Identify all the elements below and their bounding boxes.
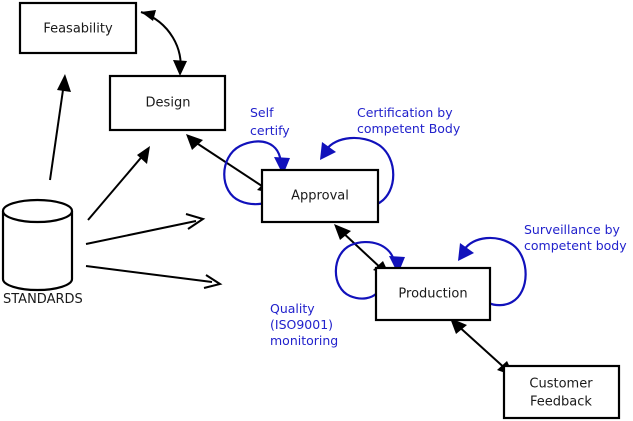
node-production-label: Production — [398, 287, 467, 302]
arrowhead-certification — [320, 142, 336, 160]
annotation-quality-monitoring: Quality (ISO9001) monitoring — [270, 301, 338, 348]
flow-line-standards-feasability — [49, 82, 65, 181]
annotation-quality-line1: Quality — [270, 301, 315, 316]
node-customer-feedback-box[interactable] — [502, 364, 621, 420]
arrowhead-approval-to-design — [186, 134, 203, 150]
arrowhead-quality — [389, 256, 405, 274]
flow-standards-to-approval — [85, 213, 206, 245]
arrowhead-to-design — [173, 60, 187, 76]
annotation-certification-line2: competent Body — [357, 121, 461, 136]
arrowhead-standards-approval — [185, 213, 206, 230]
node-customer-feedback-label-line1: Customer — [529, 377, 593, 392]
annotation-self-certify-line1: Self — [250, 105, 274, 120]
annotation-self-certify-line2: certify — [250, 123, 290, 138]
annotation-certification: Certification by competent Body — [357, 105, 461, 136]
node-customer-feedback[interactable]: Customer Feedback — [502, 364, 621, 420]
node-design[interactable]: Design — [108, 74, 227, 132]
annotation-self-certify: Self certify — [250, 105, 290, 138]
flow-line-approval-production — [339, 229, 385, 272]
cylinder-body — [1, 211, 74, 292]
arrowhead-self-certify — [274, 157, 290, 175]
flow-design-approval — [186, 134, 274, 194]
annotation-surveillance: Surveillance by competent body — [524, 222, 627, 253]
flow-line-standards-approval — [85, 220, 197, 245]
node-feasability-label: Feasability — [43, 22, 113, 37]
annotation-certification-line1: Certification by — [357, 105, 453, 120]
arrowhead-feedback-to-production — [450, 318, 467, 334]
flow-standards-to-production — [85, 265, 223, 289]
datastore-label: STANDARDS — [3, 292, 83, 307]
loop-quality-monitoring — [334, 241, 405, 300]
node-approval[interactable]: Approval — [260, 168, 380, 224]
annotation-surveillance-line1: Surveillance by — [524, 222, 621, 237]
loop-surveillance — [458, 236, 527, 307]
node-customer-feedback-label-line2: Feedback — [530, 395, 592, 410]
node-approval-box[interactable] — [260, 168, 380, 224]
arrowhead-to-feasability — [141, 10, 156, 21]
annotation-surveillance-line2: competent body — [524, 238, 627, 253]
loop-curve-quality — [334, 241, 397, 300]
flow-line-standards-design — [87, 152, 146, 221]
node-design-label: Design — [146, 96, 191, 111]
flow-line-standards-production — [85, 265, 213, 283]
flow-line-production-feedback — [455, 323, 509, 372]
node-production-box[interactable] — [374, 266, 492, 322]
node-feasability[interactable]: Feasability — [18, 1, 138, 55]
arrowhead-standards-production — [203, 274, 223, 289]
node-feasability-box[interactable] — [18, 1, 138, 55]
arrowhead-surveillance — [458, 243, 474, 261]
arrowhead-standards-design — [137, 146, 150, 164]
annotation-quality-line2: (ISO9001) — [270, 317, 333, 332]
datastore-standards: STANDARDS — [1, 198, 83, 307]
flow-standards-to-feasability — [49, 74, 71, 181]
node-approval-label: Approval — [291, 189, 349, 204]
annotation-quality-line3: monitoring — [270, 333, 338, 348]
node-design-box[interactable] — [108, 74, 227, 132]
arrowhead-standards-feasability — [57, 74, 71, 92]
node-production[interactable]: Production — [374, 266, 492, 322]
loop-curve-self-certify — [223, 140, 283, 206]
flow-standards-to-design — [87, 146, 150, 221]
cylinder-top — [1, 198, 74, 224]
flow-line-design-approval — [191, 139, 269, 191]
loop-self-certify — [223, 140, 290, 206]
arrowhead-production-to-approval — [334, 224, 351, 240]
flow-design-to-feasability — [140, 10, 187, 76]
loop-curve-surveillance — [463, 236, 527, 307]
